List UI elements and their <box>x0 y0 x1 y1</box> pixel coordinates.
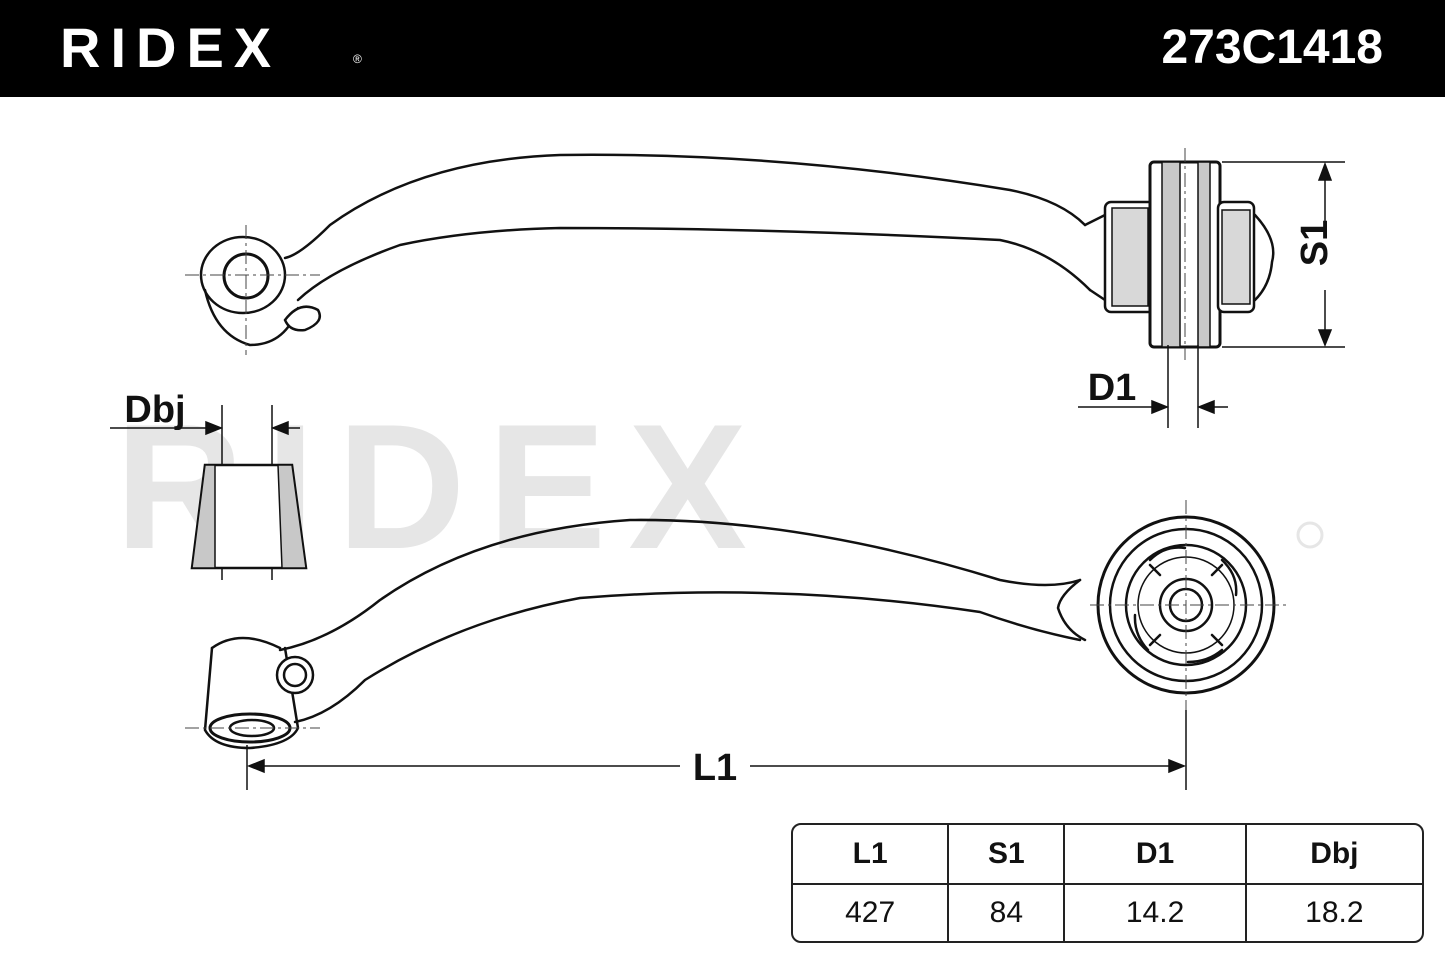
specs-value-row: 427 84 14.2 18.2 <box>793 885 1422 941</box>
dimension-l1 <box>246 710 1187 790</box>
label-dbj: Dbj <box>124 389 185 431</box>
center-lines-side <box>185 500 1290 729</box>
specs-header-d1: D1 <box>1065 825 1247 885</box>
part-number: 273C1418 <box>1161 21 1383 74</box>
dimension-s1 <box>1222 161 1345 348</box>
header-bar: RIDEX ® 273C1418 <box>0 0 1445 97</box>
specs-table: L1 S1 D1 Dbj 427 84 14.2 18.2 <box>791 823 1424 943</box>
label-s1: S1 <box>1294 220 1336 266</box>
specs-header-l1: L1 <box>793 825 950 885</box>
technical-drawing: RIDEX S1 <box>110 148 1345 790</box>
specs-value-l1: 427 <box>793 885 950 941</box>
arm-top-view <box>199 153 1275 349</box>
specs-header-dbj: Dbj <box>1246 825 1422 885</box>
specs-value-d1: 14.2 <box>1065 885 1247 941</box>
label-d1: D1 <box>1088 367 1137 409</box>
specs-header-s1: S1 <box>949 825 1066 885</box>
specs-header-row: L1 S1 D1 Dbj <box>793 825 1422 885</box>
brand-logo: RIDEX <box>60 16 282 79</box>
specs-value-s1: 84 <box>949 885 1066 941</box>
specs-value-dbj: 18.2 <box>1305 896 1364 929</box>
registered-mark: ® <box>353 52 362 66</box>
center-lines-top <box>185 148 1186 360</box>
dimension-d1 <box>1078 345 1228 428</box>
ball-joint-cone <box>190 463 308 570</box>
label-l1: L1 <box>693 747 737 789</box>
